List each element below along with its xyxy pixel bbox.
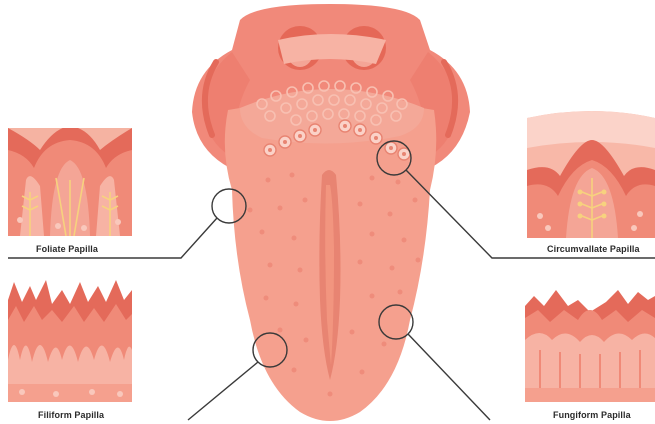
filiform-inset [8,280,132,402]
foliate-inset [8,126,132,236]
fungiform-leader-line [408,334,490,420]
circumvallate-papilla-label: Circumvallate Papilla [547,244,640,254]
tongue-illustration [192,4,470,421]
fungiform-papilla-label: Fungiform Papilla [553,410,631,420]
filiform-leader-line [188,362,258,420]
foliate-papilla-label: Foliate Papilla [36,244,98,254]
circumvallate-inset [527,104,655,238]
fungiform-inset [525,282,655,402]
filiform-papilla-label: Filiform Papilla [38,410,104,420]
